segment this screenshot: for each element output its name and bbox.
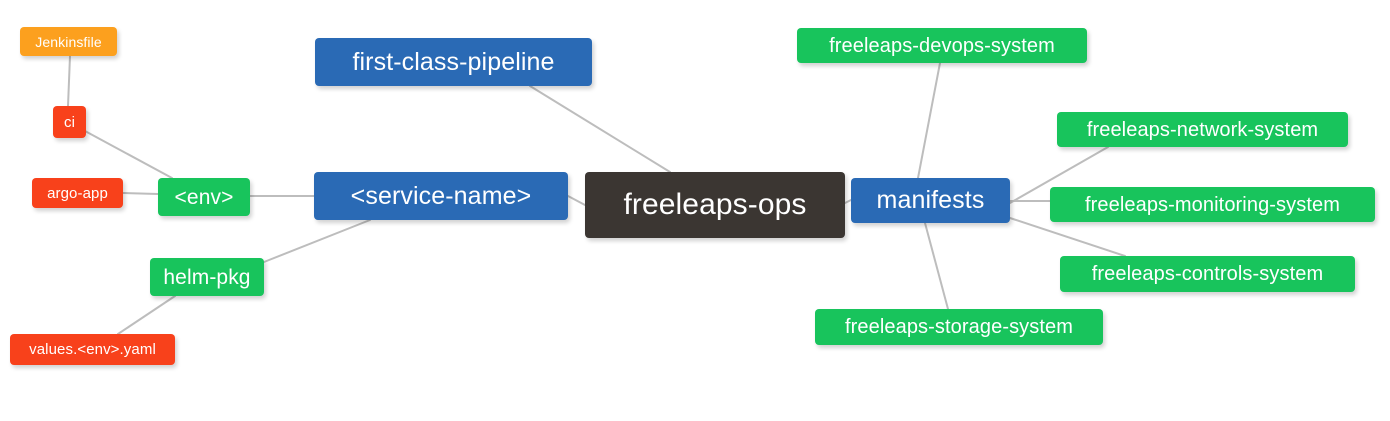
edge-manifests-storage: [924, 222, 949, 310]
node-label-manifests: manifests: [876, 186, 985, 214]
node-label-freeleaps-devops-system: freeleaps-devops-system: [829, 34, 1055, 57]
edge-root-service-name: [567, 195, 586, 206]
node-freeleaps-controls-system[interactable]: freeleaps-controls-system: [1060, 256, 1355, 292]
node-helm-pkg[interactable]: helm-pkg: [150, 258, 264, 296]
node-root[interactable]: freeleaps-ops: [585, 172, 845, 238]
node-first-class-pipeline[interactable]: first-class-pipeline: [315, 38, 592, 86]
node-label-argo-app: argo-app: [47, 184, 108, 202]
node-label-service-name: <service-name>: [350, 181, 532, 210]
node-service-name[interactable]: <service-name>: [314, 172, 568, 220]
node-label-env: <env>: [174, 185, 234, 209]
node-label-first-class-pipeline: first-class-pipeline: [352, 47, 555, 76]
node-label-freeleaps-storage-system: freeleaps-storage-system: [844, 316, 1074, 338]
node-label-freeleaps-controls-system: freeleaps-controls-system: [1091, 263, 1324, 285]
node-label-root: freeleaps-ops: [623, 188, 807, 221]
edge-env-argo-app: [122, 192, 159, 195]
edge-root-first-class-pipeline: [529, 85, 671, 173]
node-env[interactable]: <env>: [158, 178, 250, 216]
node-label-values-env-yaml: values.<env>.yaml: [29, 341, 156, 358]
node-freeleaps-storage-system[interactable]: freeleaps-storage-system: [815, 309, 1103, 345]
node-jenkinsfile[interactable]: Jenkinsfile: [20, 27, 117, 56]
node-freeleaps-monitoring-system[interactable]: freeleaps-monitoring-system: [1050, 187, 1375, 222]
node-freeleaps-devops-system[interactable]: freeleaps-devops-system: [797, 28, 1087, 63]
edge-env-ci: [84, 130, 173, 179]
edge-ci-jenkinsfile: [67, 55, 71, 107]
node-label-jenkinsfile: Jenkinsfile: [35, 33, 102, 50]
node-freeleaps-network-system[interactable]: freeleaps-network-system: [1057, 112, 1348, 147]
edge-manifests-devops: [917, 62, 941, 179]
node-label-helm-pkg: helm-pkg: [163, 265, 251, 289]
node-argo-app[interactable]: argo-app: [32, 178, 123, 208]
edge-service-name-helm-pkg: [263, 219, 371, 263]
edge-manifests-controls: [1009, 217, 1126, 257]
node-label-freeleaps-monitoring-system: freeleaps-monitoring-system: [1084, 193, 1340, 216]
node-manifests[interactable]: manifests: [851, 178, 1010, 223]
node-label-ci: ci: [63, 113, 76, 131]
node-values-env-yaml[interactable]: values.<env>.yaml: [10, 334, 175, 365]
edge-helm-pkg-values: [117, 295, 176, 335]
node-ci[interactable]: ci: [53, 106, 86, 138]
node-label-freeleaps-network-system: freeleaps-network-system: [1086, 118, 1319, 141]
